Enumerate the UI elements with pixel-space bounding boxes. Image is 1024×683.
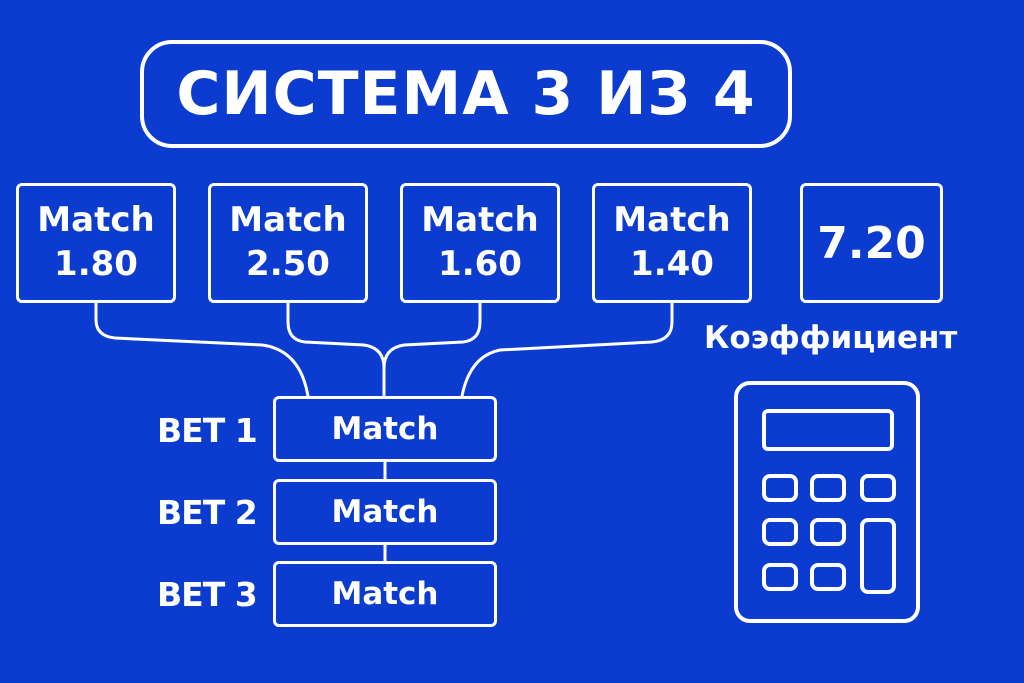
coefficient-value: 7.20 [817, 217, 926, 269]
match-box-4: Match 1.40 [592, 183, 752, 303]
match-label: Match [37, 200, 155, 241]
title-box: СИСТЕМА 3 ИЗ 4 [140, 40, 792, 148]
match-odds: 1.40 [630, 244, 714, 284]
bet-label-3: BET 3 [157, 575, 258, 614]
match-box-1: Match 1.80 [16, 183, 176, 303]
bet-box-text: Match [331, 494, 439, 530]
connector-match-4 [460, 301, 674, 398]
bet-box-1: Match [273, 396, 497, 462]
match-odds: 1.80 [54, 244, 138, 284]
match-label: Match [229, 200, 347, 241]
match-label: Match [613, 200, 731, 241]
coefficient-box: 7.20 [800, 183, 943, 303]
bet-label-2: BET 2 [157, 493, 258, 532]
page-title: СИСТЕМА 3 ИЗ 4 [176, 59, 756, 129]
bet-box-text: Match [331, 576, 439, 612]
connector-match-1 [94, 301, 310, 398]
bet-box-2: Match [273, 479, 497, 545]
connector-match-2 [286, 301, 386, 398]
match-box-2: Match 2.50 [208, 183, 368, 303]
bet-box-3: Match [273, 561, 497, 627]
match-odds: 1.60 [438, 244, 522, 284]
bet-label-1: BET 1 [157, 411, 258, 450]
calculator-icon [734, 381, 920, 623]
coefficient-label: Коэффициент [704, 320, 958, 356]
match-label: Match [421, 200, 539, 241]
bet-box-text: Match [331, 411, 439, 447]
connector-match-3 [382, 301, 482, 370]
match-box-3: Match 1.60 [400, 183, 560, 303]
match-odds: 2.50 [246, 244, 330, 284]
